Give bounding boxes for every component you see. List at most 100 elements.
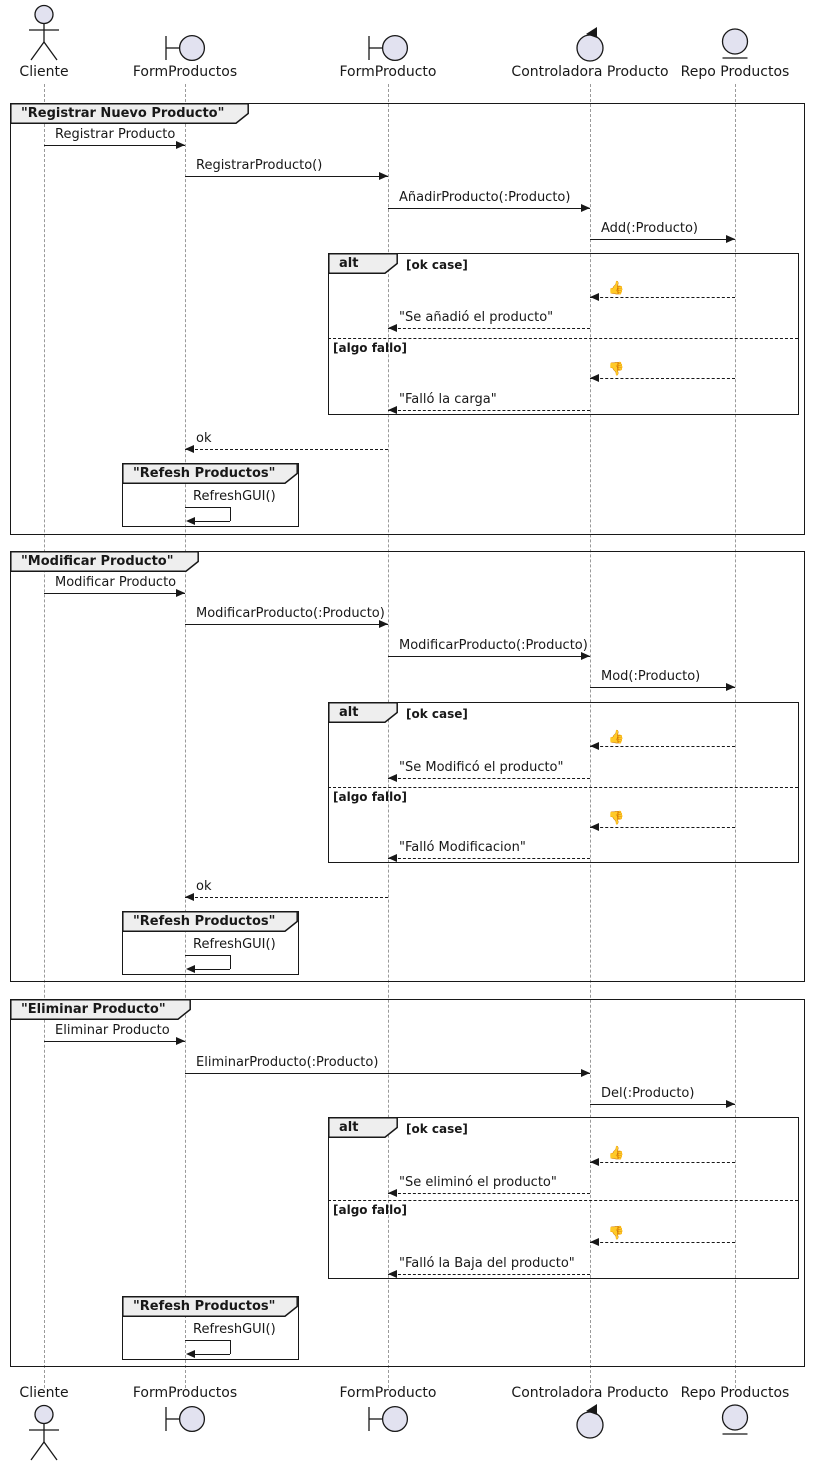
participant-label-top-formproductos: FormProductos (132, 64, 238, 80)
thumbs-down-icon: 👎 (608, 1226, 625, 1241)
frame-modificar-tab (10, 551, 199, 572)
boundary-icon (366, 1404, 410, 1434)
actor-icon (22, 1404, 66, 1462)
frame-eliminar-title: "Eliminar Producto" (21, 1002, 166, 1017)
message-label: Del(:Producto) (601, 1086, 695, 1101)
sub-frame-refresh-3-tab (122, 1296, 298, 1317)
self-message-arrowhead (186, 517, 195, 526)
message-line (590, 687, 735, 688)
message-label: RegistrarProducto() (196, 158, 323, 173)
alt-operator-0-tab (328, 253, 398, 274)
message-arrowhead (725, 683, 735, 692)
message-arrowhead (185, 893, 194, 902)
message-line (44, 145, 185, 146)
message-label: "Falló la carga" (399, 392, 497, 407)
lifeline-cliente (44, 84, 45, 1388)
message-label: ok (196, 879, 212, 894)
message-line (185, 624, 388, 625)
frame-registrar (10, 103, 805, 535)
message-arrowhead (388, 854, 397, 863)
self-message-line (185, 955, 230, 956)
alt-operator-1-title: alt (339, 705, 359, 720)
frame-eliminar (10, 999, 805, 1367)
frame-modificar (10, 551, 805, 982)
thumbs-up-icon: 👍 (608, 1146, 625, 1161)
message-arrowhead (388, 774, 397, 783)
message-line (590, 746, 735, 747)
participant-label-bottom-cliente: Cliente (19, 1385, 69, 1401)
thumbs-down-icon: 👎 (608, 362, 625, 377)
participant-label-bottom-repo: Repo Productos (680, 1385, 790, 1401)
message-arrowhead (175, 141, 185, 150)
thumbs-down-icon: 👎 (608, 811, 625, 826)
self-message-line (230, 955, 231, 969)
alt-frame-2 (328, 1117, 800, 1280)
self-message-line (185, 507, 230, 508)
alt-divider (328, 1200, 798, 1201)
participant-label-bottom-controladora: Controladora Producto (511, 1385, 669, 1401)
message-label: Mod(:Producto) (601, 669, 701, 684)
message-arrowhead (725, 235, 735, 244)
entity-icon (718, 27, 752, 63)
alt-condition-label: [algo fallo] (333, 790, 407, 804)
message-label: AñadirProducto(:Producto) (399, 190, 571, 205)
participant-label-bottom-formproductos: FormProductos (132, 1385, 238, 1401)
message-arrowhead (388, 406, 397, 415)
self-message-label: RefreshGUI() (193, 937, 276, 952)
thumbs-up-icon: 👍 (608, 281, 625, 296)
lifeline-repo (735, 84, 736, 1388)
message-line (590, 239, 735, 240)
alt-operator-0-title: alt (339, 256, 359, 271)
message-arrowhead (590, 293, 599, 302)
alt-operator-1-tab (328, 702, 398, 723)
message-line (590, 827, 735, 828)
entity-icon (718, 1403, 752, 1439)
frame-registrar-tab (10, 103, 249, 124)
message-line (388, 1274, 590, 1275)
message-label: ModificarProducto(:Producto) (399, 638, 588, 653)
control-icon (573, 25, 607, 63)
message-label: "Se añadió el producto" (399, 310, 554, 325)
self-message-line (185, 1340, 230, 1341)
sub-frame-refresh-2-title: "Refesh Productos" (133, 914, 276, 929)
message-arrowhead (590, 374, 599, 383)
self-message-label: RefreshGUI() (193, 1322, 276, 1337)
message-line (44, 1041, 185, 1042)
message-label: ModificarProducto(:Producto) (196, 606, 385, 621)
frame-modificar-title: "Modificar Producto" (21, 554, 174, 569)
alt-operator-2-title: alt (339, 1120, 359, 1135)
message-line (388, 656, 590, 657)
alt-condition-label: [ok case] (406, 258, 468, 272)
message-arrowhead (725, 1100, 735, 1109)
lifeline-formproductos (185, 84, 186, 1388)
message-label: "Se Modificó el producto" (399, 760, 564, 775)
alt-condition-label: [algo fallo] (333, 341, 407, 355)
sub-frame-refresh-3-title: "Refesh Productos" (133, 1299, 276, 1314)
message-arrowhead (378, 620, 388, 629)
self-message-arrowhead (186, 1350, 195, 1359)
self-message-line (192, 969, 230, 970)
message-line (590, 1242, 735, 1243)
alt-condition-label: [ok case] (406, 1122, 468, 1136)
message-line (185, 897, 388, 898)
participant-label-top-repo: Repo Productos (680, 64, 790, 80)
message-arrowhead (388, 1270, 397, 1279)
message-line (388, 778, 590, 779)
self-message-arrowhead (186, 965, 195, 974)
control-icon (573, 1402, 607, 1440)
boundary-icon (163, 1404, 207, 1434)
message-arrowhead (185, 445, 194, 454)
message-label: ok (196, 431, 212, 446)
actor-icon (22, 4, 66, 62)
thumbs-up-icon: 👍 (608, 730, 625, 745)
participant-label-top-cliente: Cliente (19, 64, 69, 80)
alt-frame-1 (328, 702, 800, 864)
message-line (590, 1104, 735, 1105)
message-label: Eliminar Producto (55, 1023, 170, 1038)
sub-frame-refresh-1-tab (122, 463, 298, 484)
message-label: "Falló la Baja del producto" (399, 1256, 575, 1271)
participant-label-top-formproducto: FormProducto (339, 64, 437, 80)
alt-operator-2-tab (328, 1117, 398, 1138)
message-arrowhead (378, 172, 388, 181)
